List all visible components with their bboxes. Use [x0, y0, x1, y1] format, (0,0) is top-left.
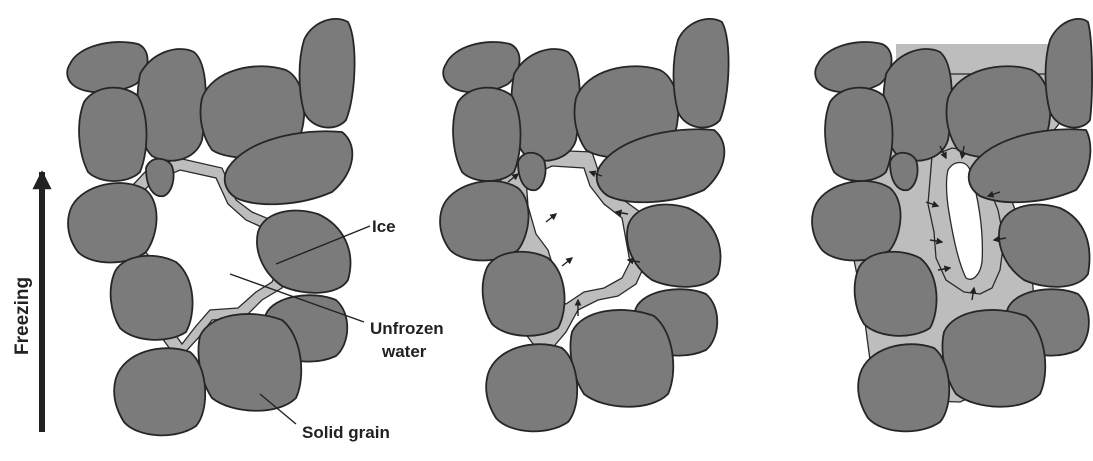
- panel-3-pore-nearly-frozen: [812, 19, 1092, 431]
- solid-grain: [199, 314, 302, 411]
- solid-grain: [943, 310, 1046, 407]
- solid-grain-label: Solid grain: [302, 423, 390, 442]
- solid-grain: [812, 181, 900, 260]
- solid-grain: [79, 88, 146, 181]
- panel-2-ice-growth: [440, 19, 729, 431]
- solid-grain: [486, 344, 577, 431]
- solid-grain: [443, 42, 519, 92]
- solid-grain: [114, 348, 205, 435]
- unfrozen-water-label-line1: Unfrozen: [370, 319, 444, 338]
- ice-label: Ice: [372, 217, 396, 236]
- solid-grain: [440, 181, 528, 260]
- solid-grain: [137, 49, 206, 161]
- freezing-axis: Freezing: [12, 172, 42, 432]
- solid-grain: [858, 344, 949, 431]
- solid-grain: [453, 88, 520, 181]
- solid-grain: [883, 49, 952, 161]
- solid-grain: [68, 183, 156, 262]
- unfrozen-water-label-line2: water: [381, 342, 427, 361]
- solid-grain: [67, 42, 147, 92]
- panel-1-initial-freezing: Ice Unfrozen water Solid grain: [67, 19, 443, 442]
- solid-grain: [111, 256, 193, 340]
- solid-grain: [825, 88, 892, 181]
- solid-grain: [815, 42, 891, 92]
- solid-grain: [571, 310, 674, 407]
- solid-grain: [511, 49, 580, 161]
- freezing-axis-label: Freezing: [12, 277, 33, 355]
- solid-grain: [300, 19, 355, 128]
- solid-grain: [674, 19, 729, 128]
- solid-grain: [627, 205, 720, 287]
- solid-grain: [483, 252, 565, 336]
- solid-grain: [1046, 19, 1093, 128]
- solid-grain: [855, 252, 937, 336]
